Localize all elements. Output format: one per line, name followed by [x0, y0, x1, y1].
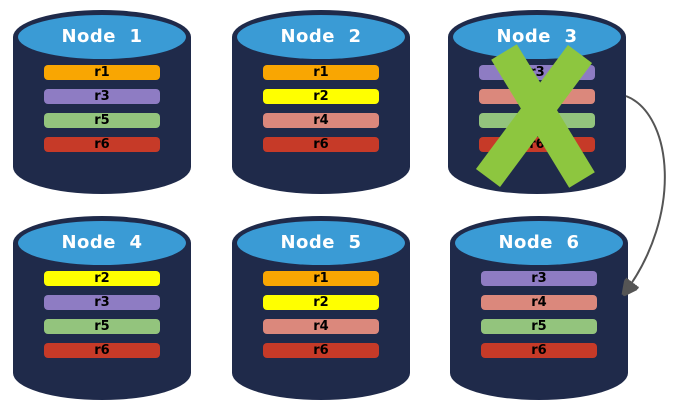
replica-label: r4: [531, 295, 547, 310]
replica-bar: r4: [479, 89, 595, 104]
replica-label: r6: [531, 343, 547, 358]
replica-list: r3 r4 r5 r6: [481, 271, 597, 358]
replica-bar: r3: [44, 89, 160, 104]
replica-label: r2: [313, 295, 329, 310]
cylinder-top: [237, 15, 405, 59]
replica-label: r2: [313, 89, 329, 104]
node-4: Node 4 r2 r3 r5 r6: [13, 216, 191, 400]
replica-label: r3: [94, 89, 110, 104]
node-1: Node 1 r1 r3 r5 r6: [13, 10, 191, 194]
replica-label: r6: [94, 343, 110, 358]
replica-bar: r2: [263, 295, 379, 310]
replica-bar: r1: [263, 65, 379, 80]
node-title: Node 2: [280, 25, 362, 47]
replica-bar: r6: [44, 343, 160, 358]
node-title: Node 3: [496, 25, 578, 47]
replica-bar: r5: [479, 113, 595, 128]
replica-bar: r1: [44, 65, 160, 80]
node-2: Node 2 r1 r2 r4 r6: [232, 10, 410, 194]
replica-label: r6: [313, 137, 329, 152]
replica-bar: r1: [263, 271, 379, 286]
replica-label: r1: [94, 65, 110, 80]
replica-list: r1 r2 r4 r6: [263, 65, 379, 152]
replica-bar: r4: [263, 319, 379, 334]
replica-bar: r5: [481, 319, 597, 334]
replica-list: r3 r4 r5 r6: [479, 65, 595, 152]
replica-label: r4: [529, 89, 545, 104]
node-3: Node 3 r3 r4 r5 r6: [448, 10, 626, 194]
node-6: Node 6 r3 r4 r5 r6: [450, 216, 628, 400]
replica-bar: r3: [481, 271, 597, 286]
node-title: Node 5: [280, 231, 362, 253]
replica-bar: r4: [263, 113, 379, 128]
replica-list: r1 r3 r5 r6: [44, 65, 160, 152]
replica-bar: r2: [263, 89, 379, 104]
replica-bar: r3: [479, 65, 595, 80]
replica-label: r5: [94, 319, 110, 334]
replica-bar: r4: [481, 295, 597, 310]
replica-label: r4: [313, 319, 329, 334]
replica-label: r2: [94, 271, 110, 286]
replica-bar: r3: [44, 295, 160, 310]
replica-label: r4: [313, 113, 329, 128]
replica-list: r1 r2 r4 r6: [263, 271, 379, 358]
node-title: Node 6: [498, 231, 580, 253]
replica-bar: r2: [44, 271, 160, 286]
replica-bar: r6: [481, 343, 597, 358]
node-title: Node 4: [61, 231, 143, 253]
replica-label: r3: [531, 271, 547, 286]
replica-label: r6: [313, 343, 329, 358]
replica-label: r3: [94, 295, 110, 310]
replica-bar: r6: [263, 137, 379, 152]
cylinder-top: [18, 15, 186, 59]
replica-label: r1: [313, 65, 329, 80]
replica-label: r3: [529, 65, 545, 80]
replica-bar: r6: [263, 343, 379, 358]
replica-label: r1: [313, 271, 329, 286]
cylinder-top: [237, 221, 405, 265]
replica-label: r6: [94, 137, 110, 152]
cylinder-top: [18, 221, 186, 265]
replica-label: r6: [529, 137, 545, 152]
node-5: Node 5 r1 r2 r4 r6: [232, 216, 410, 400]
replica-bar: r5: [44, 319, 160, 334]
replica-label: r5: [94, 113, 110, 128]
replica-label: r5: [531, 319, 547, 334]
replica-list: r2 r3 r5 r6: [44, 271, 160, 358]
replica-bar: r6: [44, 137, 160, 152]
replica-bar: r6: [479, 137, 595, 152]
replica-bar: r5: [44, 113, 160, 128]
cylinder-top: [455, 221, 623, 265]
node-title: Node 1: [61, 25, 143, 47]
replica-label: r5: [529, 113, 545, 128]
